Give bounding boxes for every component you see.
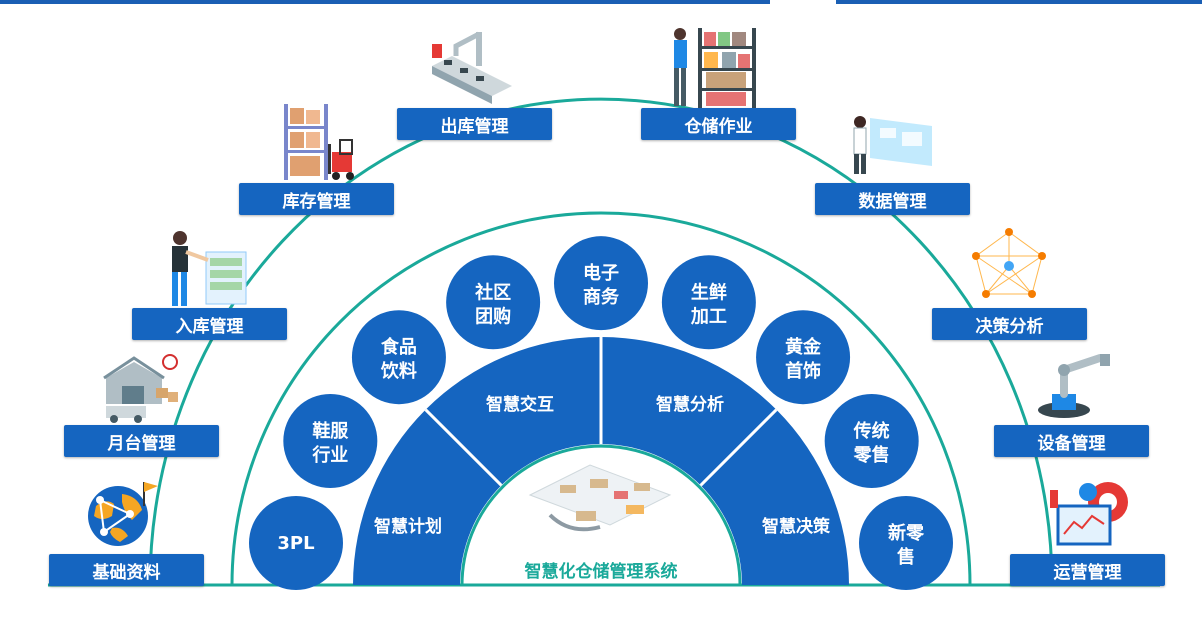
worker-shelf-icon [674, 28, 756, 108]
data-screen-icon [853, 116, 932, 174]
middle-arc [230, 211, 972, 586]
industry-label-line2: 团购 [475, 305, 511, 327]
industry-label-line2: 行业 [311, 444, 348, 466]
industry-label-line1: 3PL [277, 533, 314, 554]
label-warehouse-ops: 仓储作业 [641, 108, 796, 140]
top-bar [0, 0, 1202, 4]
industry-label-line2: 首饰 [785, 360, 821, 382]
industry-label-line1: 社区 [475, 281, 511, 303]
ring-separator [699, 408, 778, 487]
label-dock: 月台管理 [64, 425, 219, 457]
ring-separator [424, 408, 503, 487]
label-inbound: 入库管理 [132, 308, 287, 340]
smart-ring [353, 337, 849, 585]
globe-network-icon [88, 482, 158, 546]
industry-label-line1: 黄金 [785, 336, 822, 358]
industry-label-line1: 电子 [583, 262, 619, 284]
industry-label-line2: 售 [897, 546, 915, 568]
segment-interact: 智慧交互 [486, 394, 554, 415]
industry-circle-shape [446, 255, 541, 350]
label-decision: 决策分析 [932, 308, 1087, 340]
industry-label-line1: 食品 [380, 336, 417, 358]
industry-circle-shape [351, 310, 446, 405]
industry-circles: 3PL鞋服行业食品饮料社区团购电子商务生鲜加工黄金首饰传统零售新零售 [248, 236, 954, 590]
top-bar-notch [770, 0, 836, 4]
industry-circle-shape [554, 236, 648, 331]
label-operations: 运营管理 [1010, 554, 1165, 586]
outer-arc [148, 97, 1054, 586]
industry-label-line1: 生鲜 [691, 281, 727, 303]
label-basic-data: 基础资料 [49, 554, 204, 586]
industry-circle: 3PL [248, 495, 343, 590]
label-data-mgmt: 数据管理 [815, 183, 970, 215]
worker-server-icon [172, 231, 247, 306]
industry-circle-shape [248, 495, 343, 590]
segment-analysis: 智慧分析 [656, 394, 724, 415]
smart-ring-band [353, 337, 849, 585]
label-equipment: 设备管理 [994, 425, 1149, 457]
industry-label-line2: 零售 [853, 444, 890, 466]
industry-label-line1: 鞋服 [312, 420, 349, 442]
segment-decision: 智慧决策 [762, 516, 831, 537]
warehouse-map-illustration [528, 464, 672, 532]
industry-label-line1: 传统 [853, 420, 890, 442]
industry-label-line2: 加工 [690, 306, 727, 327]
warehouse-truck-icon [103, 354, 178, 423]
industry-circle-shape [756, 310, 851, 405]
gear-monitor-icon [1050, 482, 1128, 546]
industry-circle-shape [283, 393, 378, 488]
industry-circle-shape [824, 393, 919, 488]
label-outbound: 出库管理 [397, 108, 552, 140]
forklift-shelf-icon [284, 104, 354, 180]
industry-label-line2: 饮料 [380, 360, 417, 382]
robot-arm-icon [1038, 354, 1110, 418]
industry-circle-shape [859, 495, 954, 590]
industry-circle: 新零售 [859, 495, 954, 590]
industry-circle-shape [661, 255, 756, 350]
label-inventory: 库存管理 [239, 183, 394, 215]
network-graph-icon [972, 228, 1046, 298]
segment-plan: 智慧计划 [374, 516, 442, 537]
ring-separators [424, 337, 778, 487]
industry-label-line2: 商务 [583, 286, 620, 308]
conveyor-robot-icon [432, 31, 512, 104]
center-title: 智慧化仓储管理系统 [525, 561, 678, 582]
industry-label-line1: 新零 [888, 522, 925, 544]
